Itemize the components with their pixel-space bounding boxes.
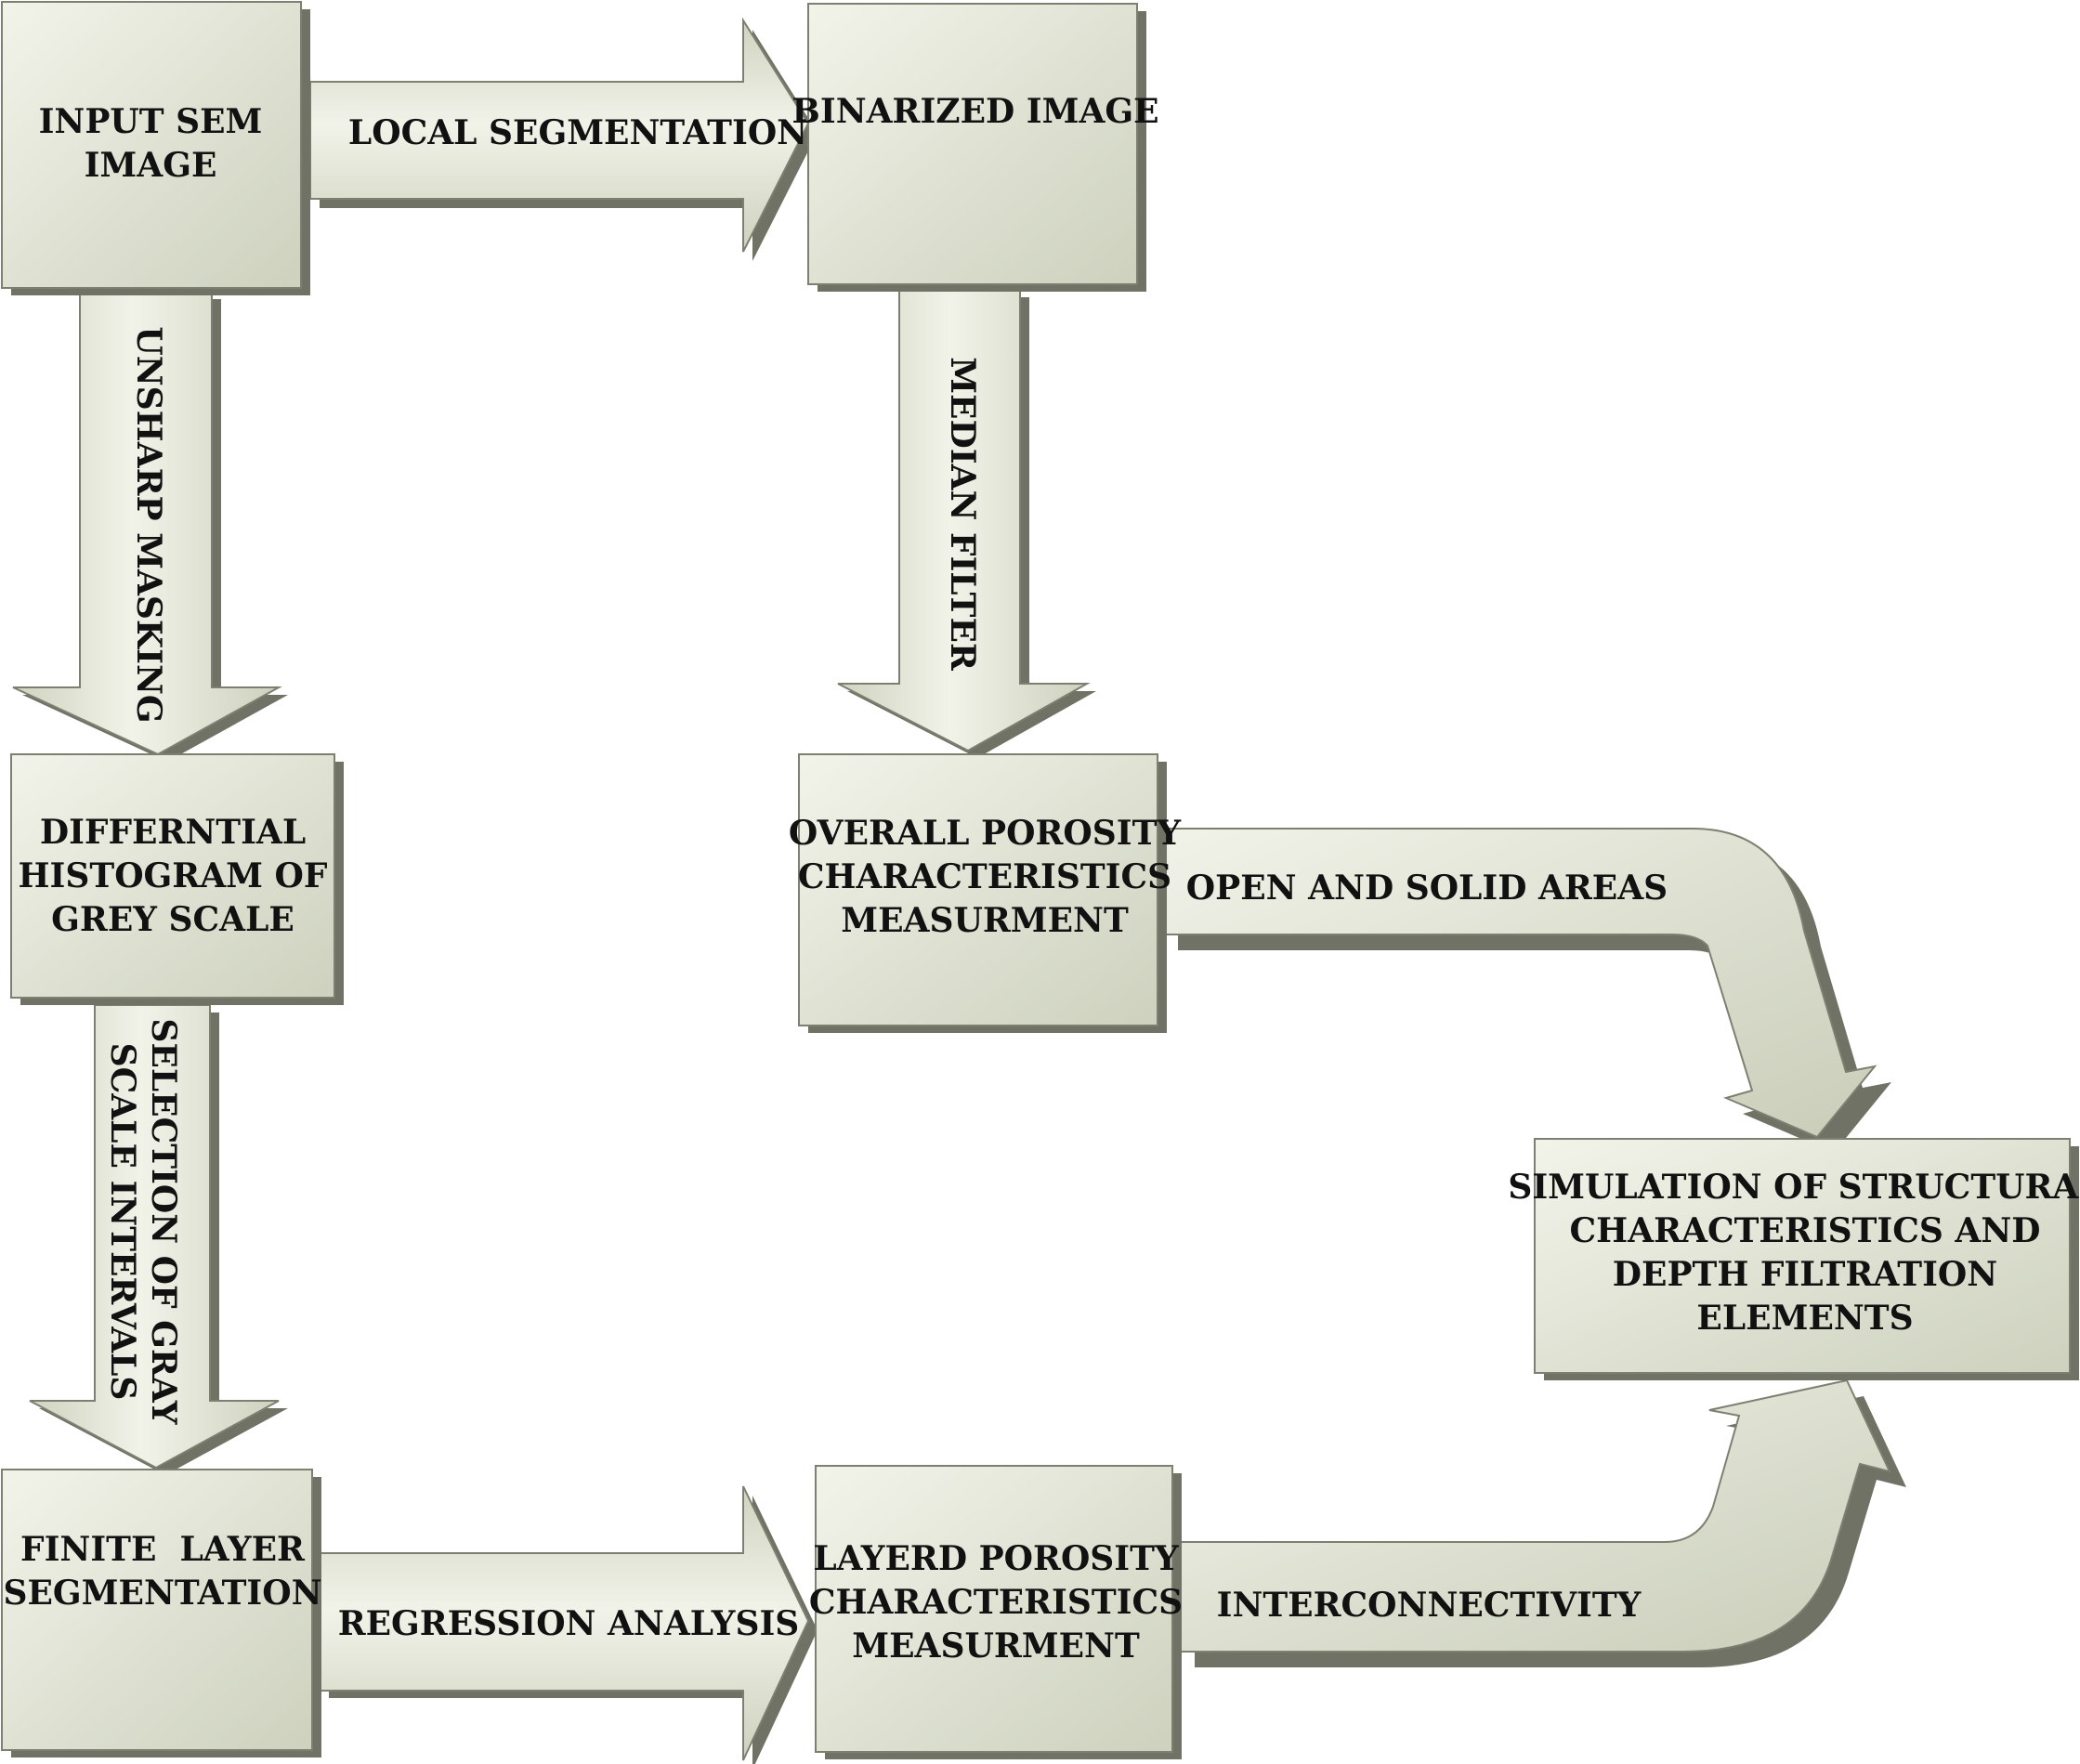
local-segmentation-arrow: LOCAL SEGMENTATION (309, 17, 818, 261)
input-sem-image-line1: INPUT SEM (39, 102, 263, 141)
open-solid-areas-label: OPEN AND SOLID AREAS (1186, 869, 1668, 908)
input-sem-image-box: INPUT SEM IMAGE (1, 1, 310, 295)
finite-layer-line1: FINITE LAYER (20, 1530, 306, 1569)
finite-layer-line2: SEGMENTATION (3, 1574, 321, 1613)
layerd-porosity-line3: MEASURMENT (852, 1627, 1140, 1666)
binarized-image-box: BINARIZED IMAGE (791, 3, 1159, 292)
interconnectivity-label: INTERCONNECTIVITY (1217, 1586, 1642, 1625)
regression-arrow: REGRESSION ANALYSIS (319, 1485, 818, 1764)
binarized-image-line1: BINARIZED IMAGE (791, 92, 1158, 131)
open-solid-areas-arrow: OPEN AND SOLID AREAS (1160, 828, 1891, 1153)
median-filter-arrow: MEDIAN FILTER (837, 289, 1096, 758)
simulation-line2: CHARACTERISTICS AND (1570, 1211, 2041, 1250)
simulation-line4: ELEMENTS (1696, 1299, 1913, 1338)
simulation-line3: DEPTH FILTRATION (1613, 1255, 1997, 1294)
layerd-porosity-line1: LAYERD POROSITY (813, 1539, 1180, 1578)
local-segmentation-label: LOCAL SEGMENTATION (348, 113, 807, 152)
overall-porosity-box: OVERALL POROSITY CHARACTERISTICS MEASURM… (789, 753, 1182, 1033)
unsharp-masking-label: UNSHARP MASKING (129, 326, 168, 723)
layerd-porosity-line2: CHARACTERISTICS (809, 1583, 1183, 1622)
overall-porosity-line3: MEASURMENT (841, 901, 1129, 940)
simulation-box: SIMULATION OF STRUCTURAL CHARACTERISTICS… (1508, 1138, 2080, 1380)
unsharp-masking-arrow: UNSHARP MASKING (12, 291, 288, 762)
interconnectivity-arrow: INTERCONNECTIVITY (1177, 1379, 1906, 1667)
selection-label-line1: SELECTION OF GRAY (144, 1018, 183, 1426)
regression-label: REGRESSION ANALYSIS (338, 1604, 800, 1643)
median-filter-label: MEDIAN FILTER (943, 357, 982, 672)
differential-histogram-line1: DIFFERNTIAL (40, 813, 306, 852)
differential-histogram-box: DIFFERNTIAL HISTOGRAM OF GREY SCALE (10, 753, 344, 1005)
layerd-porosity-box: LAYERD POROSITY CHARACTERISTICS MEASURME… (809, 1465, 1183, 1759)
simulation-line1: SIMULATION OF STRUCTURAL (1508, 1168, 2080, 1207)
differential-histogram-line2: HISTOGRAM OF (19, 856, 328, 895)
differential-histogram-line3: GREY SCALE (51, 900, 294, 939)
overall-porosity-line2: CHARACTERISTICS (798, 857, 1171, 896)
selection-label-line2: SCALE INTERVALS (103, 1043, 142, 1401)
finite-layer-segmentation-box: FINITE LAYER SEGMENTATION (1, 1469, 322, 1757)
input-sem-image-line2: IMAGE (85, 146, 217, 185)
overall-porosity-line1: OVERALL POROSITY (789, 814, 1182, 853)
selection-arrow: SELECTION OF GRAY SCALE INTERVALS (29, 1004, 288, 1475)
